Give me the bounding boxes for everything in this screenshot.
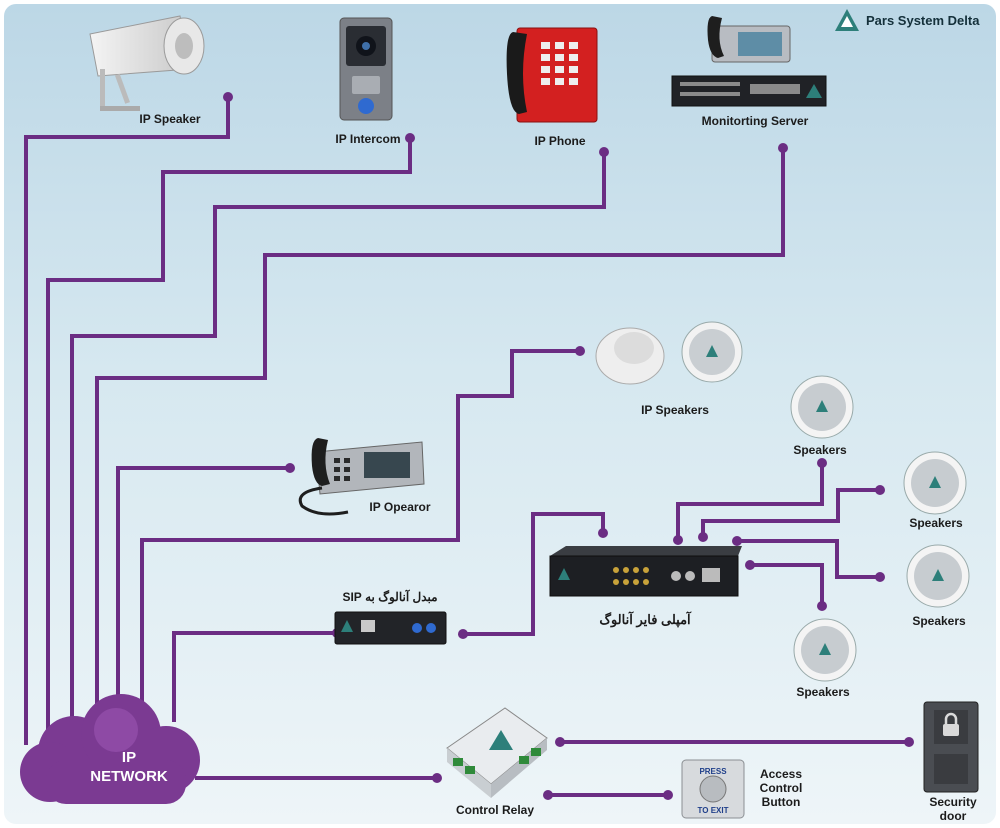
exit-button-icon[interactable]: PRESS TO EXIT bbox=[680, 758, 746, 820]
wire-ip-phone bbox=[70, 152, 606, 722]
wire-amp-speakers-2 bbox=[701, 488, 880, 537]
ceiling-speakers-icon bbox=[595, 321, 743, 385]
wire-converter-amplifier bbox=[463, 512, 605, 636]
wire-ip-speakers bbox=[140, 349, 580, 708]
amplifier-icon bbox=[549, 546, 742, 597]
exit-button-top-text: PRESS bbox=[699, 767, 727, 776]
brand-logo: Pars System Delta bbox=[834, 6, 979, 34]
label-sip-converter: مبدل آنالوگ به SIP bbox=[342, 590, 438, 604]
exit-button-bottom-text: TO EXIT bbox=[698, 806, 729, 815]
label-security-door: Security door bbox=[915, 795, 991, 823]
label-control-relay: Control Relay bbox=[455, 803, 534, 817]
wire-ip-speaker bbox=[24, 97, 230, 745]
ip-network-line2: NETWORK bbox=[90, 768, 168, 785]
ip-phone-icon bbox=[506, 27, 598, 123]
control-relay-icon bbox=[446, 707, 548, 798]
label-monitoring-server: Monitorting Server bbox=[701, 114, 809, 128]
wire-ip-operator bbox=[116, 466, 290, 700]
wire-sip-converter bbox=[172, 631, 337, 722]
ip-network-line1: IP bbox=[121, 749, 137, 766]
wire-amp-speakers-4 bbox=[750, 563, 824, 606]
label-speakers-2: Speakers bbox=[909, 516, 963, 530]
label-security-door-line2: door bbox=[939, 809, 967, 823]
label-access-control: Access Control Button bbox=[750, 767, 812, 809]
label-amplifier: آمپلی فایر آنالوگ bbox=[599, 612, 691, 627]
label-security-door-line1: Security bbox=[929, 795, 977, 809]
speaker-icon bbox=[793, 618, 857, 682]
label-ip-speakers: IP Speakers bbox=[641, 403, 709, 417]
delta-logo-icon bbox=[835, 9, 859, 31]
label-speakers-4: Speakers bbox=[796, 685, 850, 699]
wire-ip-intercom bbox=[46, 138, 412, 740]
speaker-icon bbox=[903, 451, 967, 515]
ip-operator-icon bbox=[298, 438, 425, 516]
ip-network-label: IP NETWORK bbox=[84, 748, 174, 786]
security-door-icon bbox=[923, 701, 979, 793]
label-ip-intercom: IP Intercom bbox=[335, 132, 401, 146]
label-access-control-line3: Button bbox=[761, 795, 801, 809]
wire-amp-speakers-3 bbox=[737, 539, 880, 579]
label-speakers-1: Speakers bbox=[793, 443, 847, 457]
monitoring-server-icon bbox=[671, 16, 827, 107]
label-ip-phone: IP Phone bbox=[534, 134, 586, 148]
label-ip-operator: IP Opearor bbox=[369, 500, 431, 514]
horn-speaker-icon bbox=[89, 15, 205, 111]
speaker-icon bbox=[906, 544, 970, 608]
label-speakers-3: Speakers bbox=[912, 614, 966, 628]
label-ip-speaker: IP Speaker bbox=[139, 112, 201, 126]
speaker-icon bbox=[790, 375, 854, 439]
brand-name: Pars System Delta bbox=[866, 12, 980, 28]
sip-converter-icon bbox=[334, 611, 447, 645]
wire-monitoring-server bbox=[95, 148, 785, 705]
label-access-control-line1: Access bbox=[759, 767, 803, 781]
label-access-control-line2: Control bbox=[759, 781, 803, 795]
intercom-icon bbox=[339, 17, 393, 121]
wire-amp-speakers-1 bbox=[676, 463, 824, 540]
ip-network-cloud-icon bbox=[20, 694, 200, 804]
